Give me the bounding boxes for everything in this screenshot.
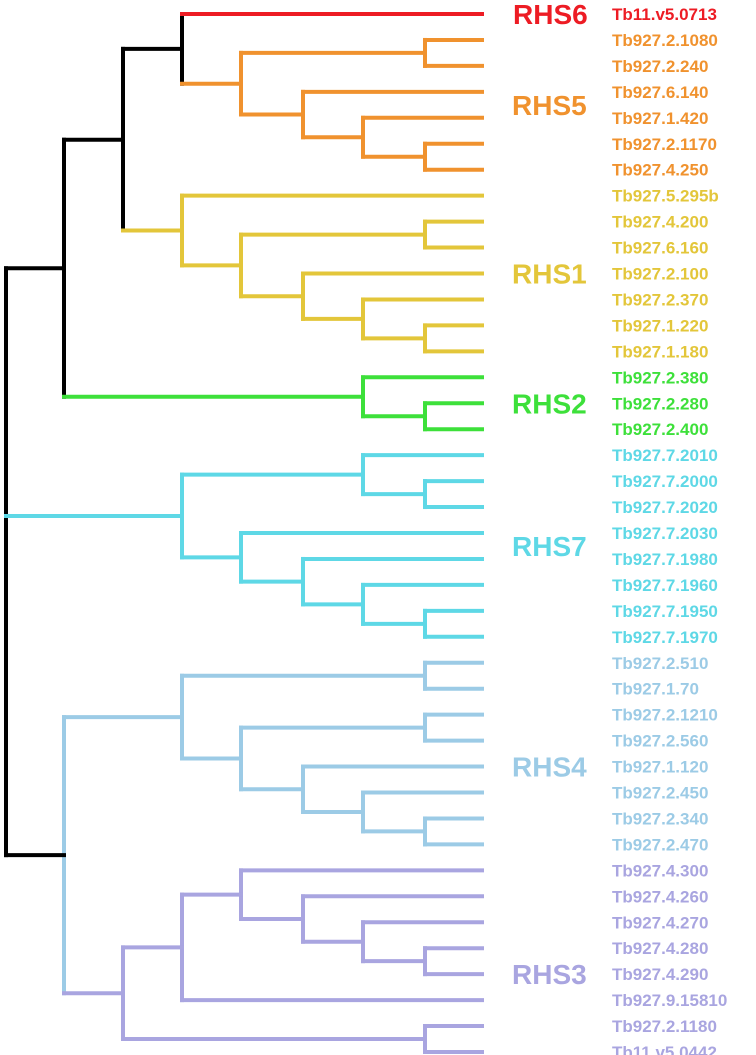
leaf-label: Tb927.2.280 <box>612 394 708 413</box>
leaf-label: Tb927.2.1210 <box>612 706 718 725</box>
leaf-label: Tb11.v5.0713 <box>612 5 717 24</box>
leaf-label: Tb927.7.2030 <box>612 524 718 543</box>
leaf-label: Tb927.5.295b <box>612 187 719 206</box>
leaf-label: Tb927.2.510 <box>612 654 708 673</box>
leaf-label: Tb927.6.160 <box>612 239 708 258</box>
leaf-label: Tb927.7.2010 <box>612 446 718 465</box>
leaf-label: Tb927.7.1960 <box>612 576 718 595</box>
leaf-label: Tb927.2.370 <box>612 290 708 309</box>
leaf-label: Tb927.7.1950 <box>612 602 718 621</box>
group-label-rhs1: RHS1 <box>512 259 587 290</box>
leaf-label: Tb927.2.240 <box>612 57 708 76</box>
leaf-label: Tb927.4.290 <box>612 965 708 984</box>
group-label-rhs7: RHS7 <box>512 531 587 562</box>
leaf-label: Tb927.2.400 <box>612 420 708 439</box>
leaf-label: Tb11.v5.0442 <box>612 1043 717 1055</box>
group-label-rhs6: RHS6 <box>513 0 588 30</box>
leaf-label: Tb927.2.1080 <box>612 31 718 50</box>
leaf-label: Tb927.9.15810 <box>612 991 727 1010</box>
group-label-rhs4: RHS4 <box>512 752 587 783</box>
leaf-label: Tb927.1.220 <box>612 316 708 335</box>
leaf-label: Tb927.4.250 <box>612 161 708 180</box>
leaf-label: Tb927.4.270 <box>612 913 708 932</box>
leaf-label: Tb927.7.1970 <box>612 628 718 647</box>
leaf-label: Tb927.2.1170 <box>612 135 717 154</box>
leaf-label: Tb927.1.420 <box>612 109 708 128</box>
leaf-label: Tb927.2.1180 <box>612 1017 717 1036</box>
leaf-label: Tb927.4.200 <box>612 213 708 232</box>
leaf-label: Tb927.4.300 <box>612 861 708 880</box>
group-label-rhs5: RHS5 <box>512 90 587 121</box>
leaf-label: Tb927.1.120 <box>612 758 708 777</box>
leaf-label: Tb927.1.180 <box>612 342 708 361</box>
leaf-label: Tb927.7.2020 <box>612 498 718 517</box>
leaf-label: Tb927.2.560 <box>612 732 708 751</box>
leaf-label: Tb927.4.260 <box>612 887 708 906</box>
leaf-label: Tb927.1.70 <box>612 680 699 699</box>
leaf-label: Tb927.6.140 <box>612 83 708 102</box>
leaf-label: Tb927.2.470 <box>612 835 708 854</box>
leaf-label: Tb927.7.1980 <box>612 550 718 569</box>
leaf-labels: Tb11.v5.0713Tb927.2.1080Tb927.2.240Tb927… <box>612 5 727 1055</box>
leaf-label: Tb927.2.340 <box>612 809 708 828</box>
leaf-label: Tb927.2.380 <box>612 368 708 387</box>
leaf-label: Tb927.2.450 <box>612 784 708 803</box>
group-label-rhs2: RHS2 <box>512 388 587 419</box>
tree-branches <box>4 12 484 1054</box>
group-label-rhs3: RHS3 <box>512 959 587 990</box>
leaf-label: Tb927.7.2000 <box>612 472 718 491</box>
leaf-label: Tb927.2.100 <box>612 265 708 284</box>
leaf-label: Tb927.4.280 <box>612 939 708 958</box>
